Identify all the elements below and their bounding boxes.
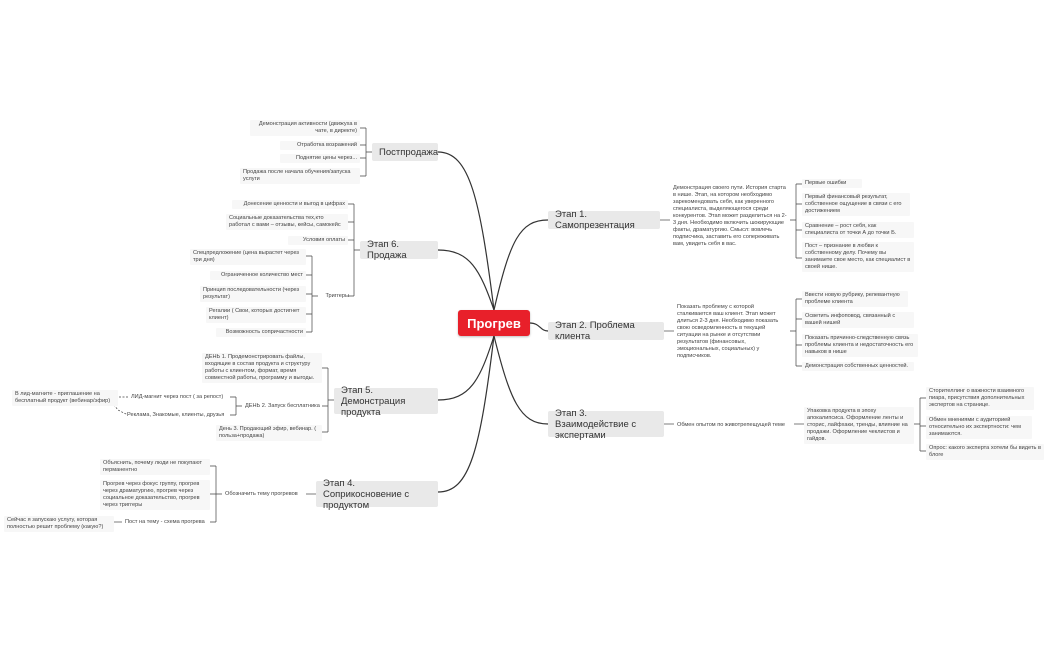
topic-stage6[interactable]: Этап 6. Продажа bbox=[360, 239, 438, 261]
stage1-item[interactable]: Сравнение – рост себя, как специалиста о… bbox=[802, 222, 914, 238]
postsale-item[interactable]: Отработка возражений bbox=[280, 141, 360, 150]
trigger-item[interactable]: Принцип последовательности (через резуль… bbox=[200, 286, 306, 302]
stage2-item[interactable]: Ввести новую рубрику, релевантную пробле… bbox=[802, 291, 908, 307]
stage3-pack[interactable]: Упаковка продукта в эпоху апокалипсиса. … bbox=[804, 407, 914, 444]
topic-stage2[interactable]: Этап 2. Проблема клиента bbox=[548, 320, 664, 342]
root-node[interactable]: Прогрев bbox=[458, 310, 530, 336]
edge-root-stage4 bbox=[437, 335, 495, 493]
topic-stage4[interactable]: Этап 4. Соприкосновение с продуктом bbox=[316, 478, 438, 511]
topic-stage3[interactable]: Этап 3. Взаимодействие с экспертами bbox=[548, 408, 664, 441]
edge-root-postsale bbox=[437, 151, 495, 311]
stage5-item[interactable]: ДЕНЬ 1. Продемонстрировать файлы, входящ… bbox=[202, 353, 322, 383]
stage1-item[interactable]: Пост – признание в любви к собственному … bbox=[802, 242, 914, 272]
stage3-item[interactable]: Сторителлинг о важности взаимного пиара,… bbox=[926, 387, 1034, 410]
stage6-triggers[interactable]: Триггеры bbox=[325, 293, 349, 299]
trigger-item[interactable]: Регалии ( Свои, которых достигнет клиент… bbox=[206, 307, 306, 323]
stage4-item[interactable]: Прогрев через фокус группу, прогрев чере… bbox=[100, 480, 210, 510]
edge-root-stage3 bbox=[493, 335, 549, 425]
stage2-item[interactable]: Показать причинно-следственную связь про… bbox=[802, 334, 918, 357]
stage2-item[interactable]: Осветить инфоповод, связанный с вашей ни… bbox=[802, 312, 914, 328]
stage2-item[interactable]: Демонстрация собственных ценностей. bbox=[802, 362, 914, 371]
postsale-item[interactable]: Продажа после начала обучения/запуска ус… bbox=[240, 168, 360, 184]
stage1-desc[interactable]: Демонстрация своего пути. История старта… bbox=[673, 185, 787, 247]
stage5-lead-note[interactable]: В лид-магните - приглашение на бесплатны… bbox=[12, 390, 118, 406]
edge-root-stage5 bbox=[437, 335, 495, 401]
trigger-item[interactable]: Спецпредложение (цена вырастет через три… bbox=[190, 249, 306, 265]
stage4-item[interactable]: Объяснить, почему люди не покупают перма… bbox=[100, 459, 210, 475]
stage1-item[interactable]: Первый финансовый результат, собственное… bbox=[802, 193, 910, 216]
stage4-item[interactable]: Пост на тему - схема прогрева bbox=[125, 519, 205, 525]
stage4-mid[interactable]: Обозначить тему прогревов bbox=[225, 491, 298, 497]
stage5-day2-item[interactable]: ЛИД-магнит через пост ( за репост) bbox=[131, 394, 224, 400]
topic-stage5[interactable]: Этап 5. Демонстрация продукта bbox=[334, 385, 438, 418]
stage1-item[interactable]: Первые ошибки bbox=[802, 179, 862, 188]
postsale-item[interactable]: Демонстрация активности (движуха в чате,… bbox=[250, 120, 360, 136]
trigger-item[interactable]: Ограниченное количество мест bbox=[210, 271, 306, 280]
stage6-item[interactable]: Условия оплаты bbox=[288, 236, 348, 245]
trigger-item[interactable]: Возможность сопричастности bbox=[216, 328, 306, 337]
stage2-desc[interactable]: Показать проблему с которой сталкивается… bbox=[677, 304, 779, 359]
edge-root-stage1 bbox=[493, 219, 549, 311]
stage6-item[interactable]: Донесение ценности и выгод в цифрах bbox=[232, 200, 348, 209]
stage6-item[interactable]: Социальные доказательства тех,кто работа… bbox=[226, 214, 348, 230]
stage4-now[interactable]: Сейчас я запускаю услугу, которая полнос… bbox=[4, 516, 114, 532]
stage3-item[interactable]: Опрос: какого эксперта хотели бы видеть … bbox=[926, 444, 1044, 460]
stage3-item[interactable]: Обмен мнениями с аудиторией относительно… bbox=[926, 416, 1032, 439]
stage5-day2-item[interactable]: Реклама, Знакомые, клиенты, друзья bbox=[127, 412, 225, 418]
topic-postsale[interactable]: Постпродажа bbox=[372, 143, 438, 161]
topic-stage1[interactable]: Этап 1. Самопрезентация bbox=[548, 209, 660, 231]
edge-root-stage6 bbox=[437, 249, 495, 311]
stage5-item[interactable]: День 3. Продающий эфир, вебинар. ( польз… bbox=[216, 425, 322, 441]
stage3-desc[interactable]: Обмен опытом по животрепещущей теме bbox=[677, 422, 785, 428]
stage5-item[interactable]: ДЕНЬ 2. Запуск бесплатника bbox=[245, 403, 320, 409]
edge-root-stage2 bbox=[529, 322, 549, 332]
postsale-item[interactable]: Поднятие цены через... bbox=[280, 154, 360, 163]
